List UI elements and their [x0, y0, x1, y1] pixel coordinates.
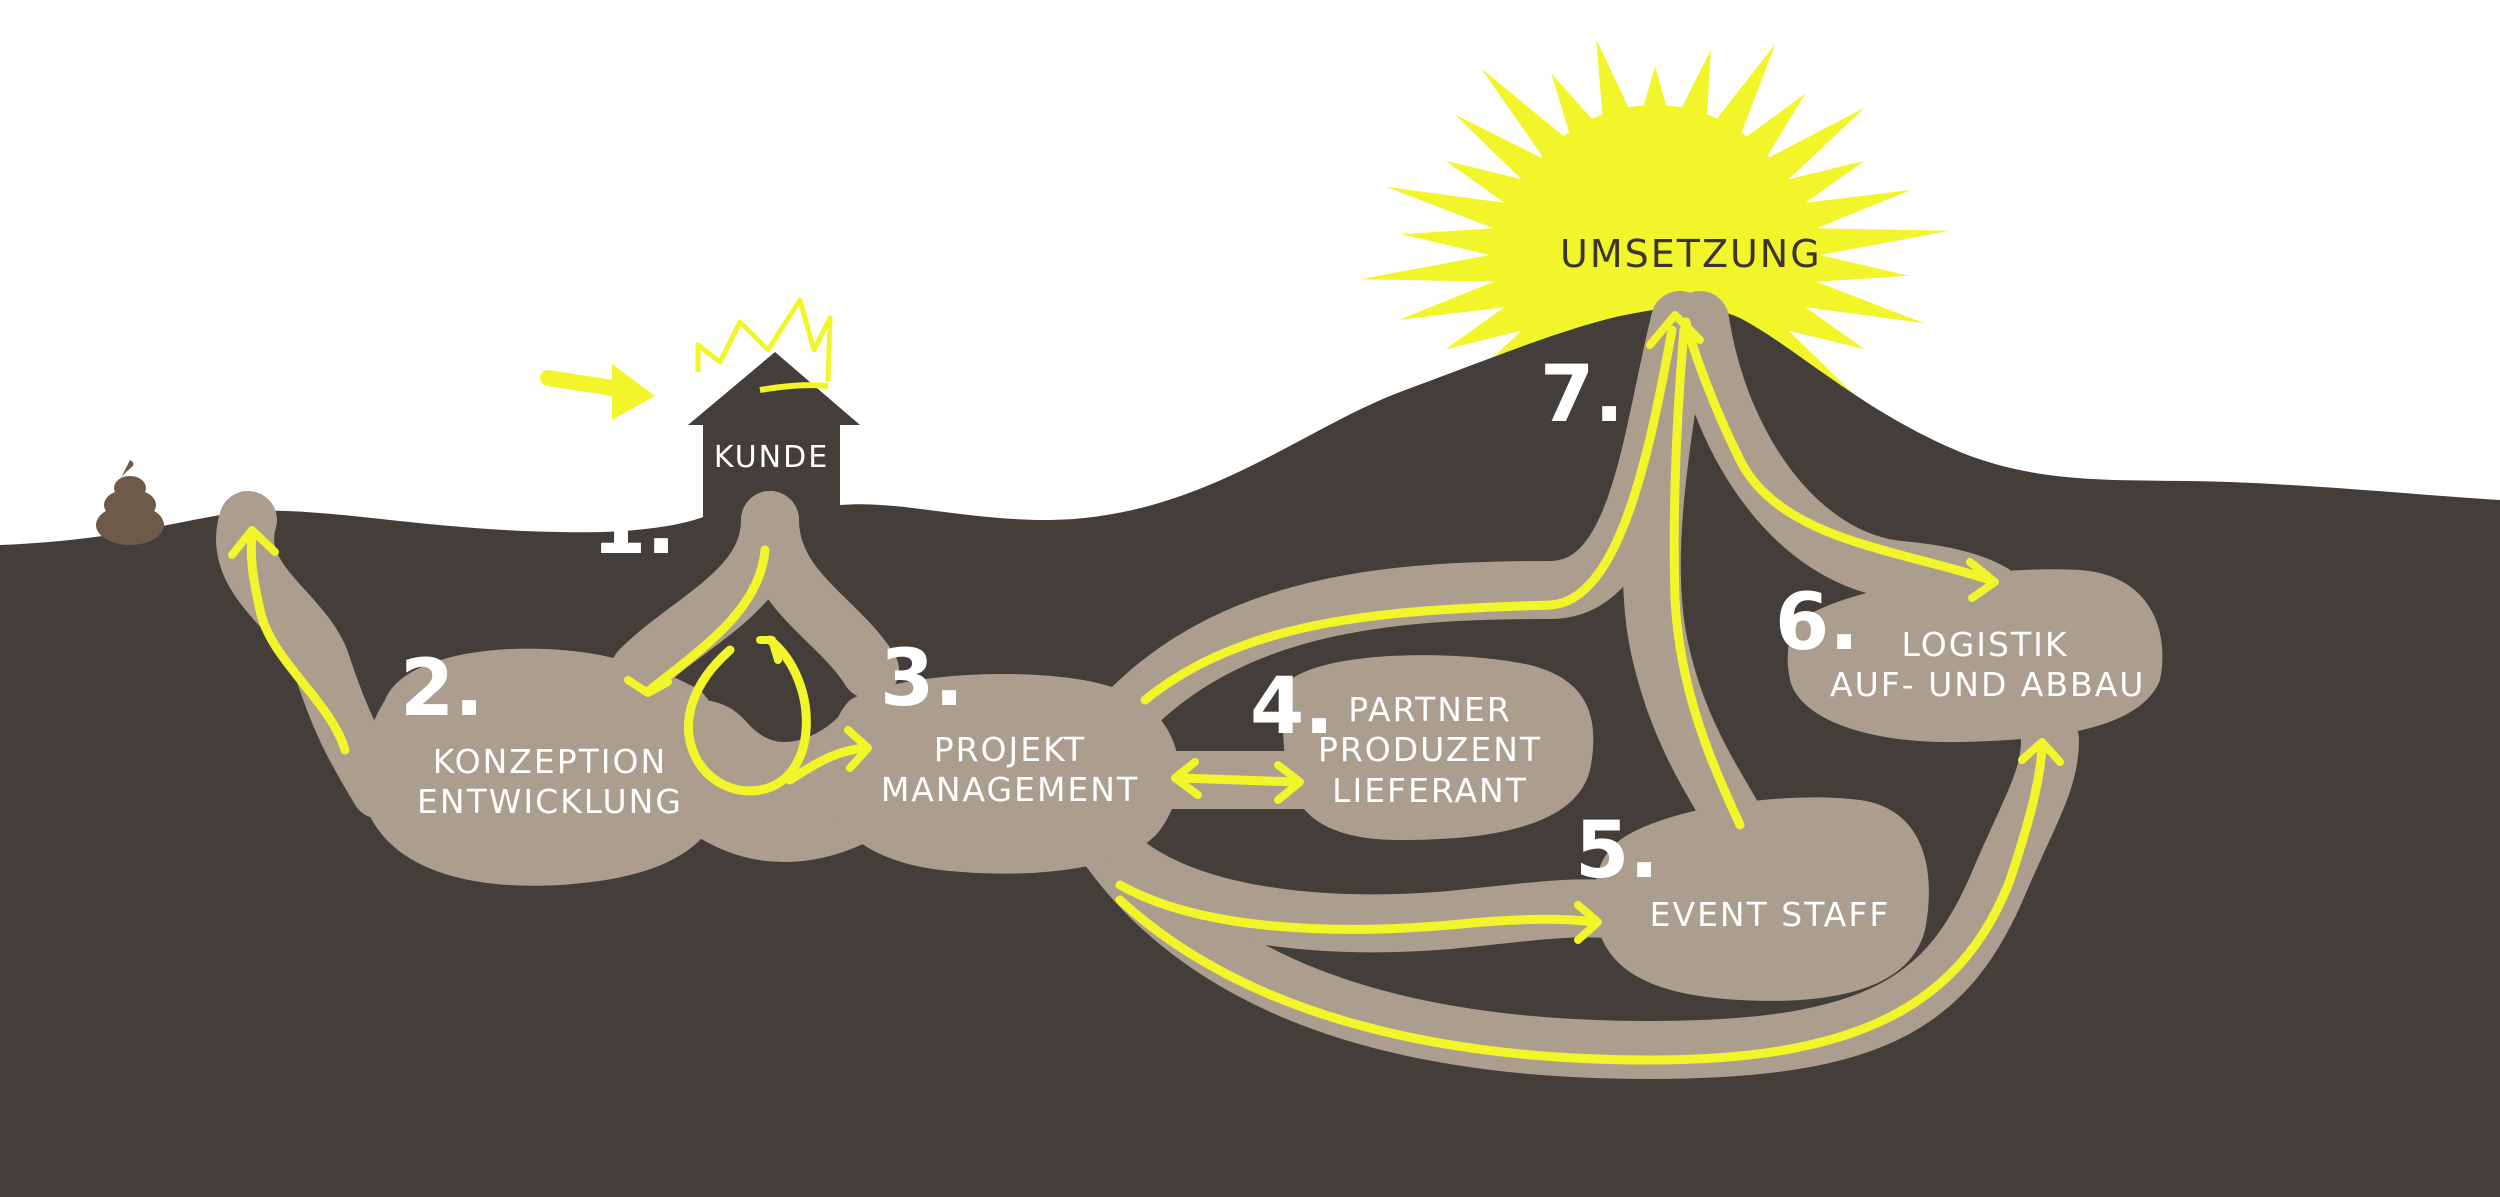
chamber-logistik — [1787, 569, 2163, 743]
flow-arrowheads — [228, 311, 2064, 944]
house-label: KUNDE — [713, 440, 830, 475]
sun-label: UMSETZUNG — [1560, 232, 1822, 276]
node-label-6: LOGISTIK AUF- UND ABBAU — [1830, 625, 2146, 705]
node-number-5: 5. — [1575, 806, 1659, 896]
node-number-2: 2. — [400, 644, 484, 734]
node-number-4: 4. — [1250, 662, 1334, 752]
poop-icon — [96, 460, 164, 545]
chamber-projekt — [824, 673, 1180, 874]
node-number-3: 3. — [880, 634, 964, 724]
chamber-konzeption — [362, 648, 726, 886]
crown-icon — [695, 297, 833, 383]
node-number-6: 6. — [1775, 578, 1859, 668]
chamber-partner — [1282, 655, 1594, 840]
node-number-7: 7. — [1540, 350, 1624, 440]
arrow-right-icon — [540, 364, 655, 420]
node-number-1: 1. — [592, 482, 676, 572]
node-label-4: PARTNER PRODUZENT LIEFERANT — [1317, 690, 1543, 810]
flow-arrows — [246, 317, 2047, 1065]
node-label-3: PROJEKT MANAGEMENT — [880, 730, 1140, 810]
chambers — [362, 569, 2163, 1001]
node-label-5: EVENT STAFF — [1649, 895, 1891, 934]
chamber-event-staff — [1594, 797, 1929, 1001]
node-label-2: KONZEPTION ENTWICKLUNG — [417, 742, 683, 822]
